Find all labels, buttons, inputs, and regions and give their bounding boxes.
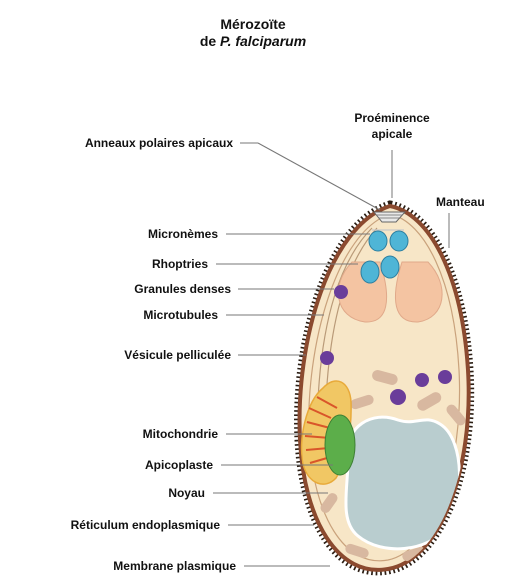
microneme-1: [369, 231, 387, 251]
apicoplast: [325, 415, 355, 475]
label-proeminence-line-1: Proéminence: [340, 111, 444, 125]
label-reticulum-endoplasmique: Réticulum endoplasmique: [71, 518, 220, 532]
label-anneaux-polaires: Anneaux polaires apicaux: [85, 136, 233, 150]
label-rhoptries: Rhoptries: [152, 257, 208, 271]
dense-granule-4: [415, 373, 429, 387]
label-vesicule-pelliculee: Vésicule pelliculée: [124, 348, 231, 362]
label-membrane-plasmique: Membrane plasmique: [113, 559, 236, 573]
dense-granule-3: [390, 389, 406, 405]
microneme-2: [390, 231, 408, 251]
label-manteau: Manteau: [436, 195, 485, 209]
label-micronemes: Micronèmes: [148, 227, 218, 241]
dense-granule-5: [438, 370, 452, 384]
dense-granule-2: [320, 351, 334, 365]
leader-anneaux-b: [258, 143, 380, 210]
rhoptry-right: [395, 262, 442, 322]
label-proeminence-line-2: apicale: [340, 127, 444, 141]
dense-granule-1: [334, 285, 348, 299]
label-apicoplaste: Apicoplaste: [145, 458, 213, 472]
label-mitochondrie: Mitochondrie: [143, 427, 218, 441]
microneme-4: [381, 256, 399, 278]
label-microtubules: Microtubules: [143, 308, 218, 322]
label-noyau: Noyau: [168, 486, 205, 500]
microneme-3: [361, 261, 379, 283]
label-granules-denses: Granules denses: [134, 282, 231, 296]
